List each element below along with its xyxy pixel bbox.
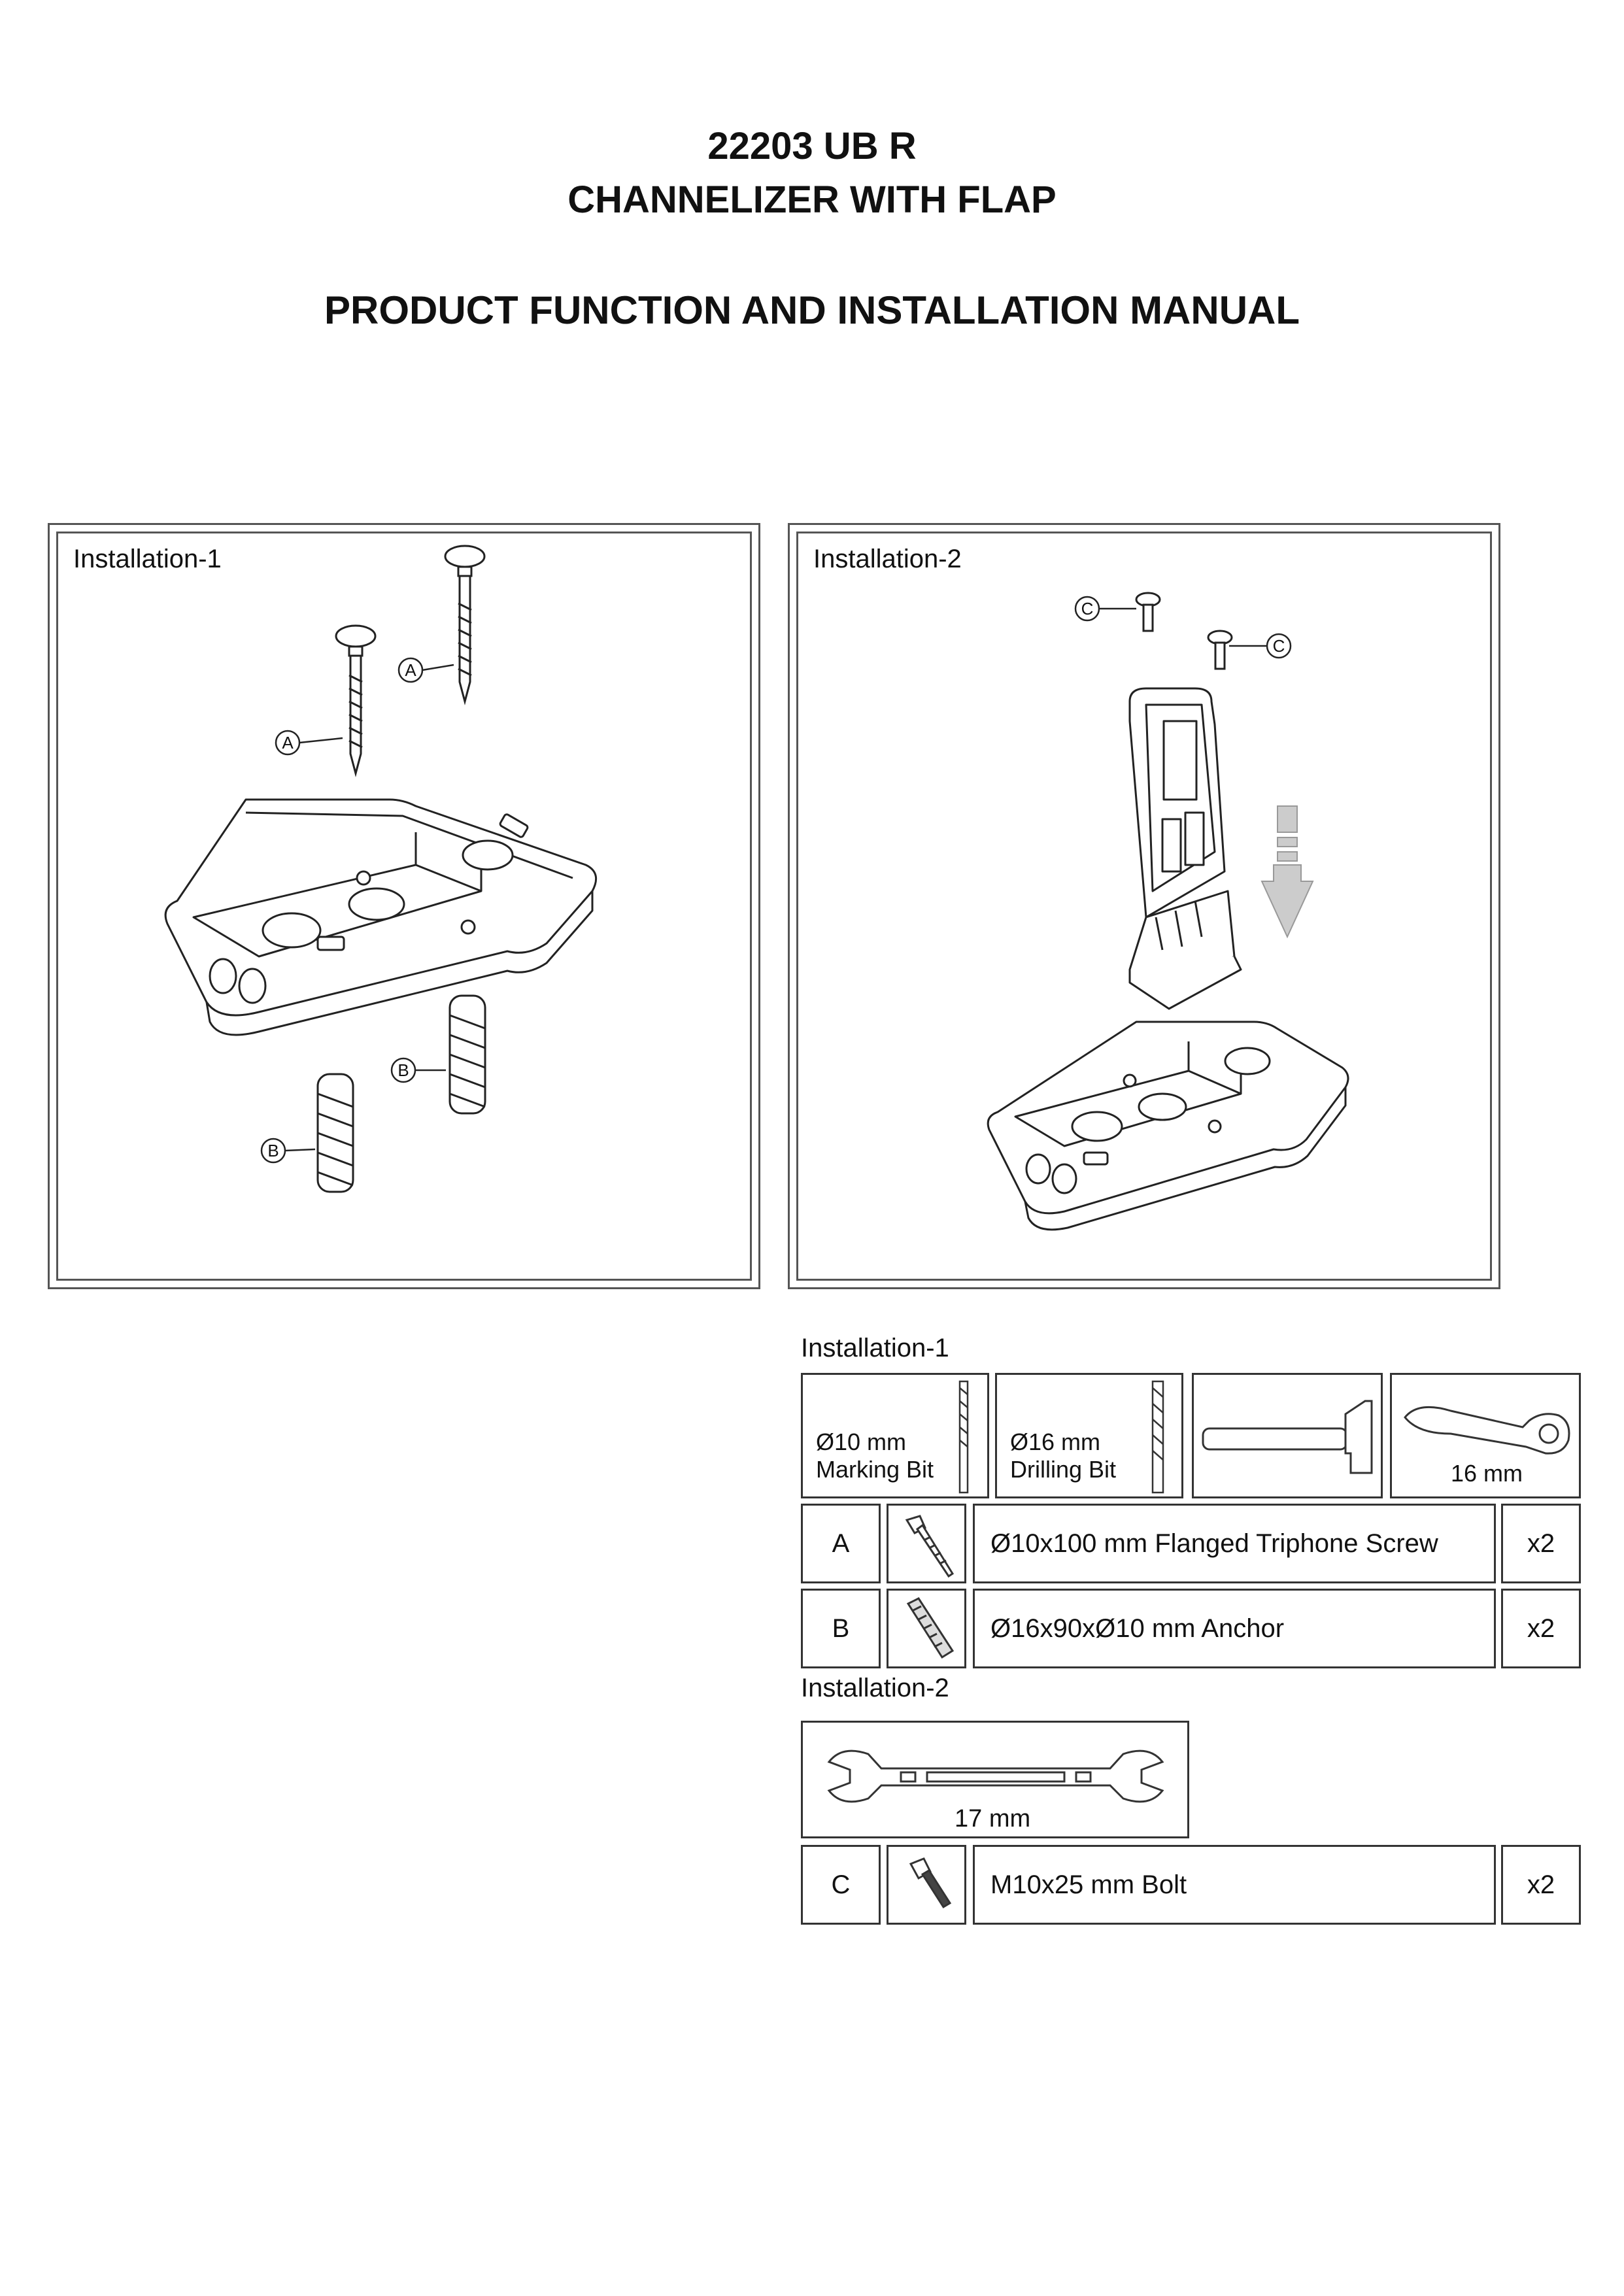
item-quantity-b: x2 (1501, 1589, 1581, 1668)
svg-text:C: C (1273, 636, 1285, 656)
item-icon-cell (887, 1845, 966, 1925)
wrench-icon (827, 1749, 1164, 1803)
item-code-a: A (801, 1504, 881, 1583)
tool-name: Marking Bit (816, 1456, 934, 1483)
drill-bit-icon (1151, 1380, 1164, 1494)
bolt-c-2 (1207, 630, 1233, 670)
base-exploded-illustration: A A B B (164, 545, 598, 1193)
section-label-installation-2: Installation-2 (801, 1674, 949, 1702)
anchor-icon (906, 1597, 955, 1659)
item-icon-cell (887, 1589, 966, 1668)
panel-title: Installation-2 (813, 545, 962, 573)
tool-size: 16 mm (1451, 1460, 1523, 1487)
item-code-b: B (801, 1589, 881, 1668)
anchor-b-1 (316, 1073, 354, 1193)
item-quantity-a: x2 (1501, 1504, 1581, 1583)
section-label-installation-1: Installation-1 (801, 1334, 949, 1362)
tool-marking-bit: Ø10 mm Marking Bit (801, 1373, 989, 1498)
flap-mount-illustration: C C (987, 592, 1349, 1231)
callout-a-2: A (398, 657, 454, 683)
item-code-c: C (801, 1845, 881, 1925)
svg-text:A: A (282, 733, 294, 752)
channelizer-flap (1128, 687, 1242, 1010)
product-name: CHANNELIZER WITH FLAP (567, 178, 1057, 221)
item-description-a: Ø10x100 mm Flanged Triphone Screw (973, 1504, 1496, 1583)
svg-text:A: A (405, 660, 416, 680)
model-number: 22203 UB R (707, 125, 917, 167)
anchor-b-2 (448, 994, 486, 1115)
item-icon-cell (887, 1504, 966, 1583)
insert-arrow (1260, 805, 1314, 939)
tool-wrench: 17 mm (801, 1721, 1189, 1838)
tool-size: Ø16 mm (1010, 1428, 1101, 1455)
channelizer-base (987, 1021, 1349, 1231)
panel-title: Installation-1 (73, 545, 222, 573)
installation-2-panel: Installation-2 C C (788, 523, 1500, 1289)
panel-inner-border (796, 532, 1492, 1281)
tool-hammer (1192, 1373, 1383, 1498)
callout-a-1: A (275, 730, 343, 756)
callout-b-2: B (390, 1057, 446, 1083)
tool-size: Ø10 mm (816, 1428, 907, 1455)
item-description-c: M10x25 mm Bolt (973, 1845, 1496, 1925)
callout-c-1: C (1074, 596, 1136, 622)
hammer-icon (1202, 1400, 1373, 1474)
drill-bit-icon (958, 1380, 969, 1494)
installation-1-panel: Installation-1 (48, 523, 760, 1289)
bolt-icon (909, 1857, 952, 1909)
screw-icon (905, 1515, 955, 1578)
item-quantity-c: x2 (1501, 1845, 1581, 1925)
item-description-b: Ø16x90xØ10 mm Anchor (973, 1589, 1496, 1668)
screw-a-2 (444, 545, 486, 705)
tool-drilling-bit: Ø16 mm Drilling Bit (995, 1373, 1183, 1498)
svg-text:B: B (398, 1060, 409, 1080)
bolt-c-1 (1135, 592, 1161, 632)
tool-ratchet: 16 mm (1390, 1373, 1581, 1498)
tool-size: 17 mm (955, 1805, 1031, 1832)
svg-text:C: C (1081, 599, 1094, 618)
screw-a-1 (335, 624, 377, 777)
tool-name: Drilling Bit (1010, 1456, 1117, 1483)
callout-b-1: B (260, 1138, 316, 1164)
ratchet-icon (1404, 1406, 1570, 1455)
callout-c-2: C (1229, 633, 1292, 659)
panel-inner-border (56, 532, 752, 1281)
svg-text:B: B (267, 1141, 279, 1160)
manual-title: PRODUCT FUNCTION AND INSTALLATION MANUAL (324, 288, 1300, 332)
